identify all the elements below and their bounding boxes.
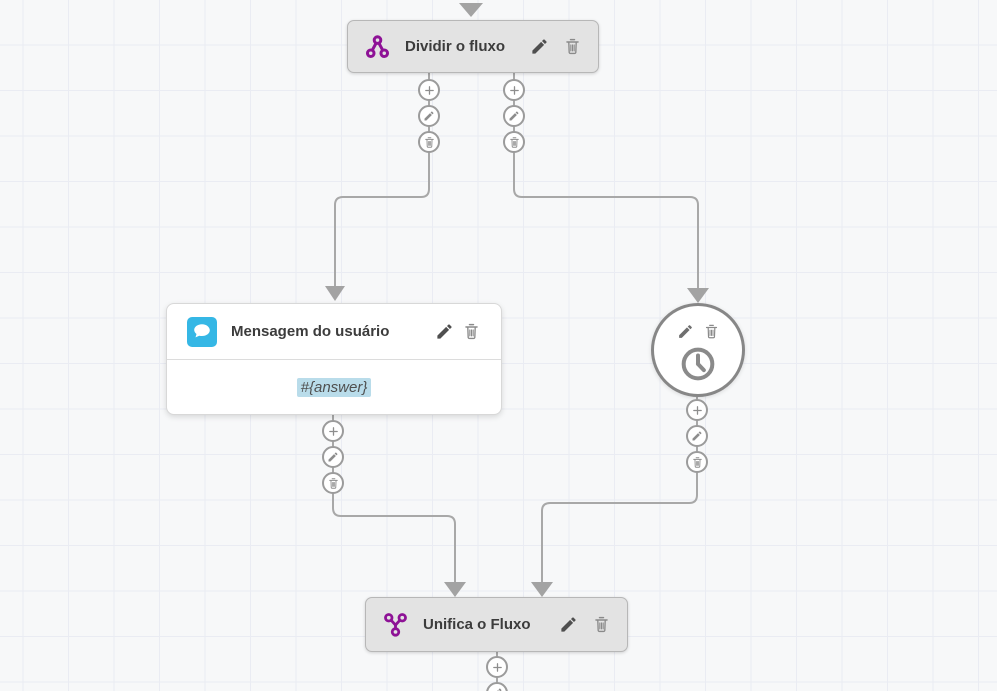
add-block-button[interactable]: [486, 656, 508, 678]
connector-split-to-message: [334, 73, 430, 287]
merge-flow-node[interactable]: Unifica o Fluxo: [365, 597, 628, 652]
delete-connector-button[interactable]: [686, 451, 708, 473]
node-header: Mensagem do usuário: [167, 304, 501, 359]
delete-node-button[interactable]: [703, 323, 720, 340]
split-flow-node[interactable]: Dividir o fluxo: [347, 20, 599, 73]
edit-connector-button[interactable]: [686, 425, 708, 447]
add-block-button[interactable]: [503, 79, 525, 101]
user-message-node[interactable]: Mensagem do usuário #{answer}: [166, 303, 502, 415]
node-body: #{answer}: [167, 360, 501, 414]
delete-connector-button[interactable]: [503, 131, 525, 153]
merge-flow-icon: [382, 611, 409, 638]
arrow-into-timer-node: [687, 288, 709, 303]
add-block-button[interactable]: [322, 420, 344, 442]
node-title: Mensagem do usuário: [231, 323, 390, 340]
divider: [167, 359, 501, 360]
node-title: Unifica o Fluxo: [423, 616, 531, 633]
split-flow-icon: [364, 33, 391, 60]
add-block-button[interactable]: [418, 79, 440, 101]
timer-node[interactable]: [651, 303, 745, 397]
edit-node-button[interactable]: [677, 323, 694, 340]
connector-split-to-timer: [513, 73, 699, 289]
edit-connector-button[interactable]: [322, 446, 344, 468]
delete-node-button[interactable]: [592, 615, 611, 634]
delete-connector-button[interactable]: [418, 131, 440, 153]
edit-node-button[interactable]: [530, 37, 549, 56]
edit-connector-button[interactable]: [418, 105, 440, 127]
arrow-into-merge-node-left: [444, 582, 466, 597]
edit-connector-button[interactable]: [503, 105, 525, 127]
delete-connector-button[interactable]: [322, 472, 344, 494]
add-block-button[interactable]: [686, 399, 708, 421]
node-actions: [677, 322, 720, 340]
edit-node-button[interactable]: [435, 322, 454, 341]
node-title: Dividir o fluxo: [405, 38, 506, 55]
connector-timer-to-merge: [541, 397, 698, 583]
connector-message-to-merge: [332, 415, 456, 583]
delete-node-button[interactable]: [462, 322, 481, 341]
clock-icon: [678, 344, 718, 384]
message-variable: #{answer}: [296, 377, 372, 397]
delete-node-button[interactable]: [563, 37, 582, 56]
arrow-into-merge-node-right: [531, 582, 553, 597]
edit-node-button[interactable]: [559, 615, 578, 634]
chat-bubble-icon: [187, 316, 217, 347]
arrow-into-split-node: [459, 3, 483, 17]
arrow-into-message-node: [325, 286, 345, 301]
